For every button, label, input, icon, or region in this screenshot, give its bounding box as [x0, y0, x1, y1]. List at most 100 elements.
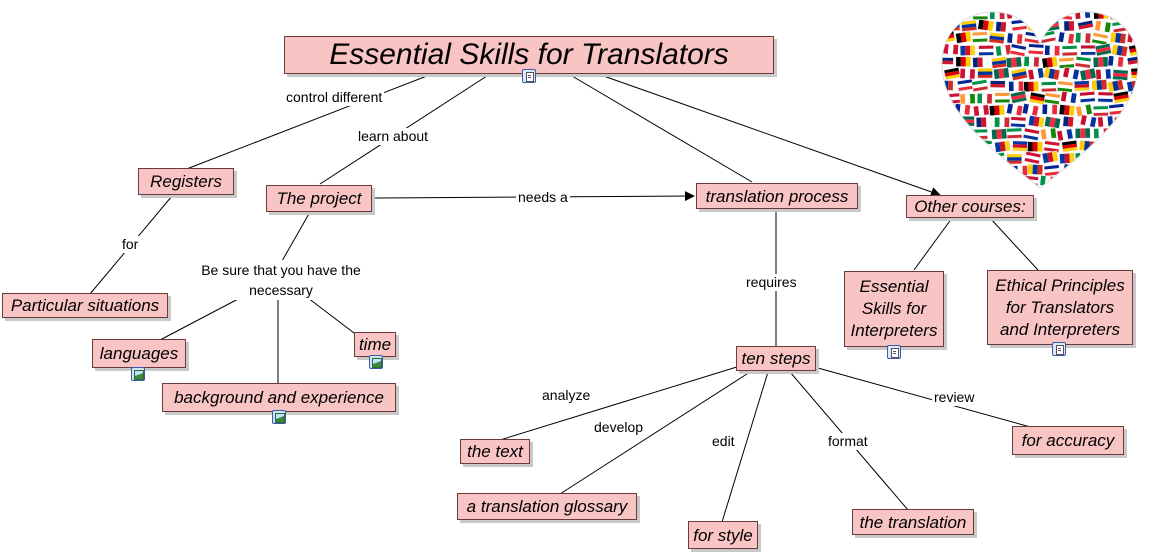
flag-tile — [1009, 43, 1027, 57]
document-icon[interactable] — [887, 345, 901, 359]
node-ethical-principles[interactable]: Ethical Principles for Translators and I… — [987, 270, 1133, 345]
flag-tile — [944, 189, 960, 194]
image-icon[interactable] — [131, 367, 145, 381]
flag-tile — [1079, 114, 1098, 128]
flag-tile — [959, 68, 976, 80]
node-particular-situations[interactable]: Particular situations — [2, 293, 168, 318]
flag-tile — [1079, 67, 1097, 82]
node-the-translation[interactable]: the translation — [852, 509, 974, 535]
flag-tile — [941, 152, 955, 165]
flag-tile — [1058, 104, 1076, 117]
flag-tile — [994, 163, 1012, 177]
flag-heart-image — [941, 11, 1139, 194]
flag-tile — [978, 45, 995, 56]
flag-tile — [1128, 19, 1139, 33]
node-essential-interpreters[interactable]: Essential Skills for Interpreters — [844, 271, 944, 347]
flag-tile — [1095, 164, 1113, 178]
flag-tile — [1129, 162, 1139, 177]
image-icon[interactable] — [272, 410, 286, 424]
flag-tile — [1062, 66, 1080, 81]
flag-tile — [1011, 186, 1030, 189]
document-icon[interactable] — [1052, 342, 1066, 356]
flag-tile — [1056, 80, 1074, 93]
flag-tile — [1091, 79, 1108, 91]
flag-tile — [1108, 103, 1125, 116]
flag-tile — [1023, 31, 1041, 45]
flag-tile — [971, 31, 989, 43]
flag-tile — [1075, 175, 1093, 189]
node-registers[interactable]: Registers — [138, 168, 234, 195]
document-icon[interactable] — [522, 69, 536, 83]
node-languages[interactable]: languages — [92, 339, 186, 368]
node-translation-glossary[interactable]: a translation glossary — [457, 493, 637, 520]
flag-tile — [1041, 103, 1058, 115]
link-title-other — [597, 73, 941, 197]
flag-tile — [976, 93, 993, 105]
link-title-process — [571, 75, 753, 183]
flag-tile — [995, 21, 1012, 33]
flag-tile — [1006, 32, 1024, 45]
node-ten-steps[interactable]: ten steps — [736, 346, 816, 371]
flag-tile — [942, 140, 961, 154]
flag-tile — [1012, 165, 1029, 177]
flag-tile — [1107, 55, 1125, 68]
flag-tile — [1113, 116, 1130, 130]
flag-tile — [1010, 116, 1027, 128]
flag-tile — [1092, 56, 1109, 68]
node-time[interactable]: time — [354, 332, 396, 357]
flag-tile — [959, 115, 975, 127]
link-tensteps-style — [721, 371, 769, 523]
node-background-experience[interactable]: background and experience — [162, 383, 396, 412]
flag-tile — [1128, 115, 1139, 128]
flag-tile — [1060, 90, 1078, 104]
node-the-project[interactable]: The project — [266, 185, 372, 212]
node-other-courses[interactable]: Other courses: — [906, 195, 1034, 218]
flag-tile — [955, 30, 973, 44]
flag-tile — [1023, 11, 1040, 21]
flag-tile — [1062, 115, 1079, 128]
flag-tile — [1021, 102, 1040, 117]
flag-tile — [1079, 186, 1097, 189]
flag-tile — [1010, 67, 1028, 82]
flag-tile — [941, 57, 954, 68]
flag-tile — [1006, 153, 1023, 165]
flag-tile — [1079, 164, 1097, 177]
flag-tile — [1124, 11, 1139, 19]
flag-tile — [1091, 32, 1109, 46]
flag-tile — [1073, 80, 1090, 92]
flag-tile — [1109, 176, 1126, 188]
node-translation-process[interactable]: translation process — [696, 183, 858, 209]
flag-tile — [1041, 55, 1059, 69]
flag-tile — [1059, 152, 1076, 165]
flag-tile — [1074, 127, 1091, 139]
link-label-develop: develop — [592, 419, 646, 436]
flag-tile — [1092, 105, 1109, 117]
flag-tile — [1130, 67, 1139, 79]
flag-tile — [1027, 43, 1045, 55]
link-label-analyze: analyze — [540, 387, 593, 404]
flag-tile — [973, 175, 990, 188]
flag-tile — [1043, 140, 1061, 153]
flag-tile — [977, 18, 995, 32]
flag-tile — [1040, 127, 1057, 140]
node-for-style[interactable]: for style — [688, 521, 758, 549]
flag-tile — [1115, 189, 1131, 194]
image-icon[interactable] — [369, 355, 383, 369]
node-for-accuracy[interactable]: for accuracy — [1012, 426, 1124, 455]
flag-tile — [989, 11, 1006, 20]
flag-tile — [1109, 127, 1127, 141]
flag-tile — [994, 92, 1011, 104]
flag-tile — [1093, 127, 1110, 139]
link-besure-languages — [159, 297, 241, 341]
flag-tile — [1096, 138, 1114, 152]
flag-tile — [1023, 81, 1040, 93]
flag-tile — [954, 153, 971, 164]
link-label-format: format — [826, 433, 870, 450]
flag-tile — [989, 80, 1006, 91]
flag-tile — [993, 67, 1010, 80]
flag-tile — [959, 45, 976, 56]
node-the-text[interactable]: the text — [460, 439, 530, 464]
flag-tile — [1043, 187, 1061, 189]
flag-tile — [1111, 44, 1129, 58]
link-label-requires: requires — [744, 274, 799, 291]
